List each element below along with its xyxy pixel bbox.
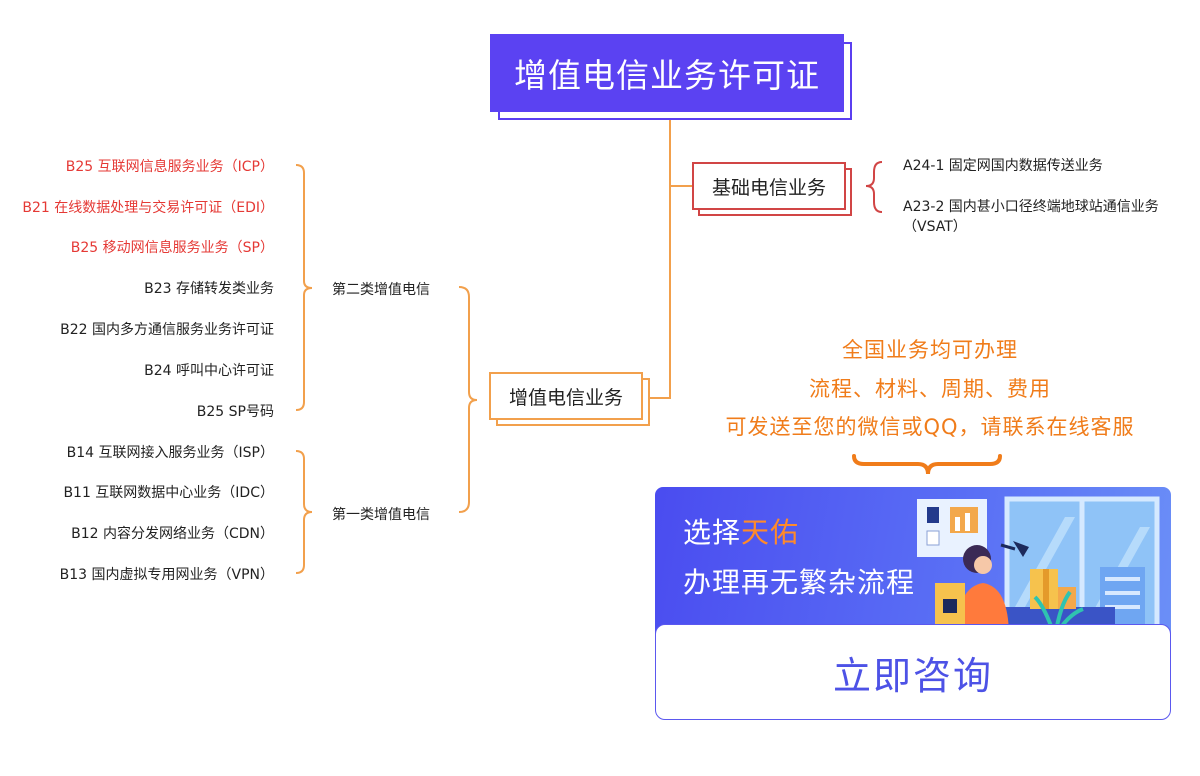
basic-brace [865,161,883,213]
license-item: B22 国内多方通信服务业务许可证 [60,322,274,338]
banner-subline: 办理再无繁杂流程 [683,566,916,599]
license-item: B12 内容分发网络业务（CDN） [71,526,274,542]
license-item: B25 移动网信息服务业务（SP） [70,240,274,256]
license-item: B23 存储转发类业务 [144,281,274,297]
basic-item: A23-2 国内甚小口径终端地球站通信业务（VSAT） [903,199,1159,235]
category2-brace [295,164,313,411]
promo-line-1: 全国业务均可办理 [842,338,1018,362]
value-added-node: 增值电信业务 [489,372,643,420]
banner-prefix: 选择 [683,516,742,549]
license-item: B25 互联网信息服务业务（ICP） [65,159,274,175]
category-brace [458,286,478,513]
category1-brace [295,450,313,574]
trunk-line [646,112,671,399]
page-title: 增值电信业务许可证 [490,34,844,112]
basic-telecom-node: 基础电信业务 [692,162,846,210]
license-item: B13 国内虚拟专用网业务（VPN） [59,567,274,583]
license-item: B25 SP号码 [196,404,274,420]
banner-brand: 天佑 [741,516,800,549]
office-illustration [917,496,1160,637]
category1-label: 第一类增值电信 [332,507,430,523]
banner-headline: 选择天佑 [683,511,799,551]
promo-line-3: 可发送至您的微信或QQ，请联系在线客服 [725,415,1135,439]
license-item: B21 在线数据处理与交易许可证（EDI） [22,200,274,216]
category2-label: 第二类增值电信 [332,282,430,298]
consult-button[interactable]: 立即咨询 [655,624,1171,720]
promo-brace [852,454,1002,475]
promo-banner: 选择天佑 办理再无繁杂流程 [655,487,1171,637]
license-item: B14 互联网接入服务业务（ISP） [66,445,274,461]
license-item: B11 互联网数据中心业务（IDC） [63,485,274,501]
basic-item: A24-1 固定网国内数据传送业务 [903,158,1103,174]
promo-line-2: 流程、材料、周期、费用 [809,377,1051,401]
license-item: B24 呼叫中心许可证 [144,363,274,379]
